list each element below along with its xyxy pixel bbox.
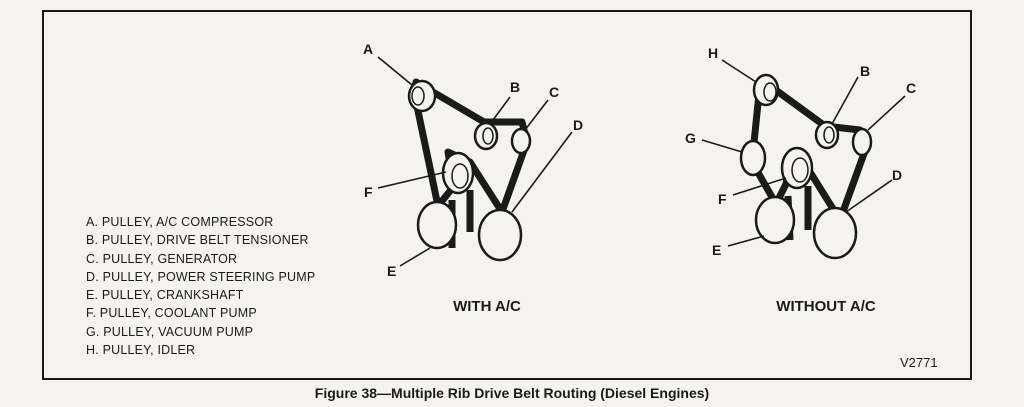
figure-caption: Figure 38—Multiple Rib Drive Belt Routin… [314,385,710,401]
with-ac-label-f: F [364,184,373,200]
with-ac-leader-b [489,96,511,125]
without-ac-leader-b [831,76,859,125]
with-ac-pulley-a [407,79,437,113]
legend-item-f: F. PULLEY, COOLANT PUMP [86,306,257,321]
with-ac-label-d: D [573,117,583,133]
legend-item-e: E. PULLEY, CRANKSHAFT [86,288,244,303]
legend-item-a: A. PULLEY, A/C COMPRESSOR [86,215,274,229]
with-ac-title: WITH A/C [453,298,521,315]
without-ac-pulley-e [754,195,796,245]
with-ac-leader-c [524,99,549,131]
with-ac-pulley-f [441,151,475,195]
without-ac-label-b: B [860,63,870,79]
legend-item-c: C. PULLEY, GENERATOR [86,251,238,266]
without-ac-leader-c [867,95,906,131]
without-ac-label-h: H [708,45,718,61]
without-ac-label-e: E [712,242,721,258]
without-ac-leader-e [727,235,765,247]
with-ac-diagram: A B C D F E WITH A/C [363,41,583,315]
without-ac-diagram: H B C G D F E WITHOUT A/C [685,45,916,315]
pulley-legend: A. PULLEY, A/C COMPRESSOR B. PULLEY, DRI… [86,213,315,359]
with-ac-pulley-c [510,127,532,155]
with-ac-label-e: E [387,263,396,279]
without-ac-label-g: G [685,130,696,146]
without-ac-label-f: F [718,191,727,207]
without-ac-label-c: C [906,80,916,96]
without-ac-label-d: D [892,167,902,183]
with-ac-label-b: B [510,79,520,95]
legend-item-b: B. PULLEY, DRIVE BELT TENSIONER [86,233,309,248]
with-ac-leader-e [399,247,431,267]
with-ac-leader-f [377,171,447,189]
without-ac-pulley-b [814,120,840,150]
legend-item-h: H. PULLEY, IDLER [86,343,196,358]
without-ac-leader-d [845,179,893,213]
without-ac-pulley-d [812,206,858,260]
with-ac-pulley-b [473,121,499,151]
with-ac-label-c: C [549,84,559,100]
without-ac-leader-h [721,59,757,83]
with-ac-leader-d [511,131,573,213]
legend-item-d: D. PULLEY, POWER STEERING PUMP [86,269,316,284]
legend-item-g: G. PULLEY, VACUUM PUMP [86,324,254,339]
without-ac-leader-g [701,139,743,153]
figure-frame [42,10,972,380]
without-ac-pulley-g [739,139,767,177]
figure-code: V2771 [900,355,938,370]
with-ac-leader-a [377,56,413,86]
without-ac-title: WITHOUT A/C [776,298,876,315]
without-ac-pulley-h [752,73,780,107]
without-ac-pulley-f [780,146,814,190]
with-ac-pulley-d [477,208,523,262]
with-ac-label-a: A [363,41,373,57]
without-ac-pulley-c [851,127,873,157]
with-ac-pulley-e [416,200,458,250]
without-ac-leader-f [732,177,787,196]
